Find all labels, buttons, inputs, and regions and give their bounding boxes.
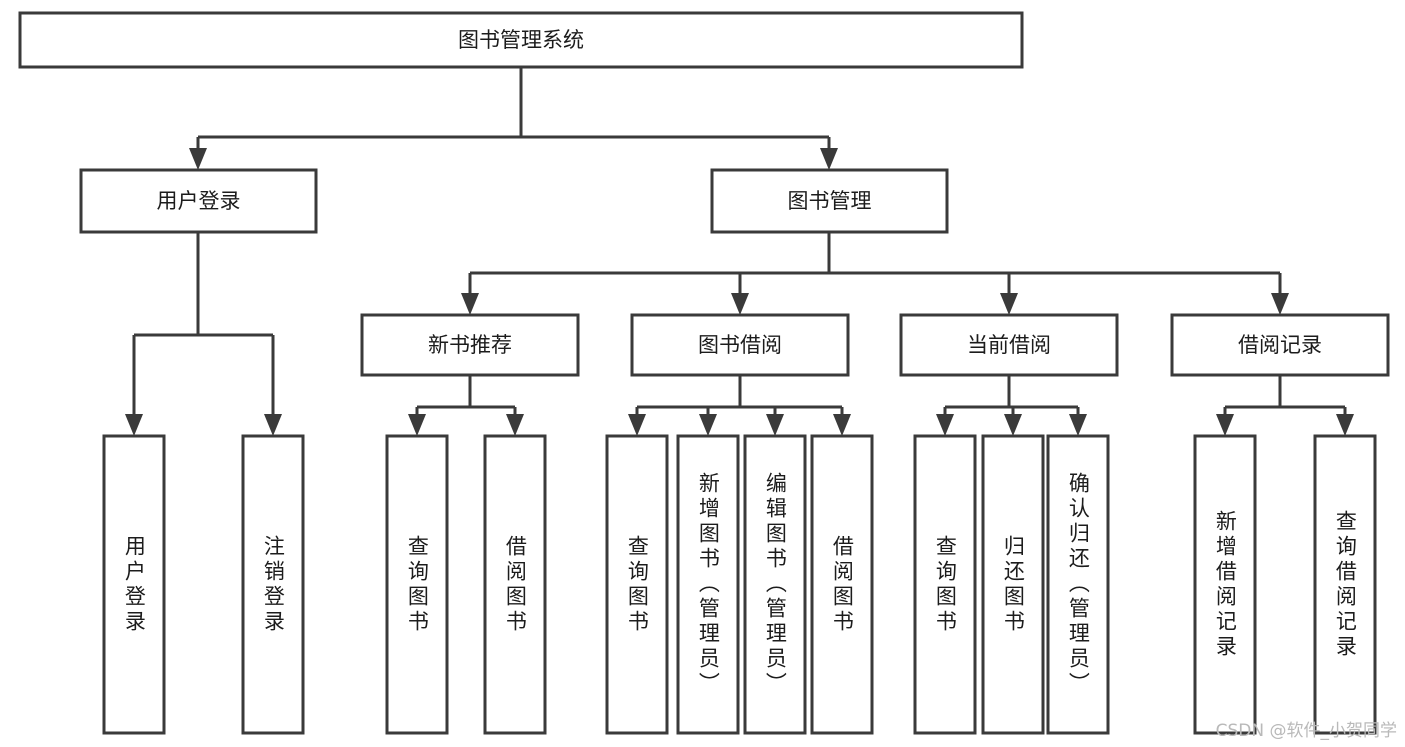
box-layer <box>18 11 1390 735</box>
arrow-down-icon <box>189 148 207 170</box>
arrow-down-icon <box>125 414 143 436</box>
level3-node-borrow-record[interactable] <box>1170 313 1390 377</box>
arrow-down-icon <box>1000 293 1018 315</box>
leaf-node-leaf-borrow-book[interactable] <box>810 434 874 735</box>
arrow-down-icon <box>506 414 524 436</box>
root-node-label: 图书管理系统 <box>458 28 584 52</box>
arrow-down-icon <box>264 414 282 436</box>
arrow-down-icon <box>699 414 717 436</box>
level3-label-book-borrow: 图书借阅 <box>698 333 782 357</box>
arrow-down-icon <box>628 414 646 436</box>
level3-node-current-borrow[interactable] <box>899 313 1119 377</box>
arrow-down-icon <box>820 148 838 170</box>
leaf-node-leaf-query-book-cur[interactable] <box>913 434 977 735</box>
level2-label-user-login: 用户登录 <box>157 189 241 213</box>
arrow-down-icon <box>731 293 749 315</box>
arrow-down-icon <box>1336 414 1354 436</box>
leaf-node-leaf-user-logout[interactable] <box>241 434 305 735</box>
arrow-down-icon <box>408 414 426 436</box>
leaf-node-leaf-confirm-return-admin[interactable] <box>1046 434 1110 735</box>
arrow-down-icon <box>1069 414 1087 436</box>
level3-label-borrow-record: 借阅记录 <box>1238 333 1322 357</box>
level2-node-user-login[interactable] <box>79 168 318 234</box>
leaf-node-leaf-query-borrow-record[interactable] <box>1313 434 1377 735</box>
root-node-box[interactable] <box>18 11 1024 69</box>
level2-node-book-manage[interactable] <box>710 168 949 234</box>
leaf-node-leaf-query-book-rec[interactable] <box>385 434 449 735</box>
level3-node-new-book-recommend[interactable] <box>360 313 580 377</box>
leaf-node-leaf-borrow-book-rec[interactable] <box>483 434 547 735</box>
level3-node-book-borrow[interactable] <box>630 313 850 377</box>
arrow-down-icon <box>1271 293 1289 315</box>
level2-label-book-manage: 图书管理 <box>788 189 872 213</box>
arrow-down-icon <box>1004 414 1022 436</box>
leaf-node-leaf-edit-book-admin[interactable] <box>743 434 807 735</box>
level3-label-new-book-recommend: 新书推荐 <box>428 333 512 357</box>
arrow-down-icon <box>461 293 479 315</box>
level3-label-current-borrow: 当前借阅 <box>967 333 1051 357</box>
leaf-node-leaf-add-book-admin[interactable] <box>676 434 740 735</box>
leaf-node-leaf-user-login[interactable] <box>102 434 166 735</box>
csdn-watermark: CSDN @软件_小贺同学 <box>1215 721 1397 741</box>
arrow-down-icon <box>766 414 784 436</box>
leaf-node-leaf-return-book[interactable] <box>981 434 1045 735</box>
leaf-node-leaf-add-borrow-record[interactable] <box>1193 434 1257 735</box>
arrow-down-icon <box>833 414 851 436</box>
arrow-down-icon <box>1216 414 1234 436</box>
arrow-down-icon <box>936 414 954 436</box>
leaf-node-leaf-query-book-borrow[interactable] <box>605 434 669 735</box>
connector-layer <box>125 67 1354 436</box>
